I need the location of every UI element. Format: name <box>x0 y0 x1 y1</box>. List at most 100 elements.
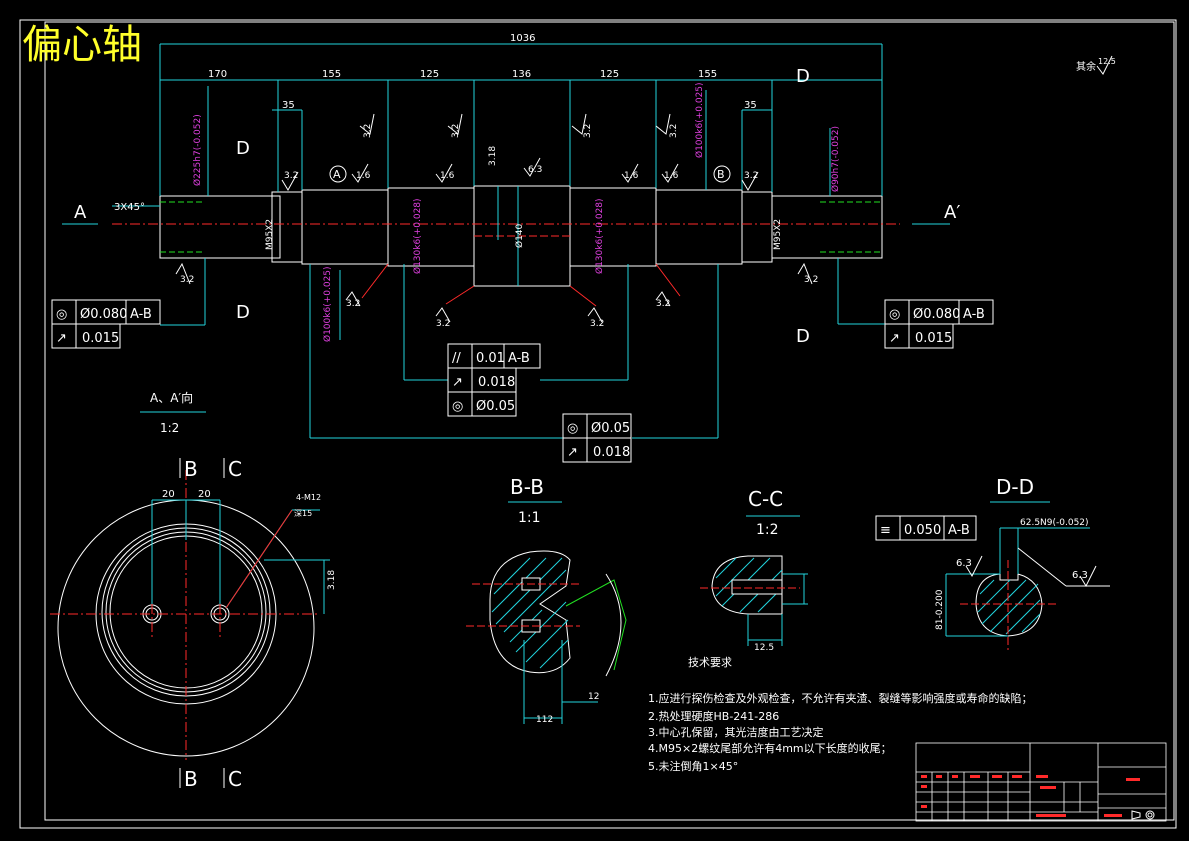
roughness-14: 3.2 <box>346 299 360 309</box>
surface-note-value: 12.5 <box>1098 57 1116 66</box>
dim-35-right: 35 <box>744 100 757 111</box>
section-a-right: A′ <box>944 202 960 223</box>
svg-text:A: A <box>333 168 341 181</box>
title-block-marks <box>921 775 1140 817</box>
end-hole-note: 4-M12 <box>296 493 321 502</box>
tol-lower-val-2: 0.018 <box>593 445 630 460</box>
dim-dia-225: Ø225h7(-0.052) <box>192 114 203 186</box>
end-dim-318: 3.18 <box>327 570 337 590</box>
outer-border <box>19 19 1177 829</box>
section-bb-scale: 1:1 <box>518 510 541 526</box>
surface-note: 其余 <box>1076 60 1096 73</box>
roughness-1: 3.2 <box>284 171 298 181</box>
thread-right: M95X2 <box>773 219 783 250</box>
tol-dd-sym: ≡ <box>880 523 891 538</box>
dd-dim-81: 81-0.200 <box>935 589 945 630</box>
end-view-centerlines <box>50 470 320 760</box>
tol-right-sym-1: ◎ <box>889 307 900 322</box>
tol-right-val-1: Ø0.080 <box>913 307 960 322</box>
dim-dia-100-right: Ø100k6(+0.025) <box>694 82 705 158</box>
dim-136: 136 <box>512 69 531 80</box>
tol-frame-center <box>447 343 541 417</box>
roughness-3: 3.2 <box>363 124 373 138</box>
dd-rough-1: 6.3 <box>956 558 972 569</box>
section-a-left: A <box>74 202 87 223</box>
section-cc-title: C-C <box>748 487 783 511</box>
tech-line-1: 1.应进行探伤检查及外观检查，不允许有夹渣、裂缝等影响强度或寿命的缺陷； <box>648 691 1033 705</box>
roughness-2: 3.2 <box>180 275 194 285</box>
section-bb-title: B-B <box>510 475 544 499</box>
datum-a: A <box>329 165 347 183</box>
hole-leader <box>225 509 293 609</box>
tol-lower-val-1: Ø0.05 <box>591 421 630 436</box>
section-d-1: D <box>236 138 250 159</box>
tol-left-val-1: Ø0.080 <box>80 307 127 322</box>
tech-heading: 技术要求 <box>688 656 732 669</box>
section-d-3: D <box>796 66 810 87</box>
dim-dia-130-left: Ø130k6(+0.028) <box>412 198 423 274</box>
shaft-main-view <box>159 185 883 287</box>
tol-right-sym-2: ↗ <box>889 331 900 346</box>
dim-125-left: 125 <box>420 69 439 80</box>
tol-left-sym-1: ◎ <box>56 307 67 322</box>
tech-line-3: 3.中心孔保留，其光洁度由工艺决定 <box>648 725 824 739</box>
tol-center-sym-3: ◎ <box>452 399 463 414</box>
roughness-15: 3.2 <box>436 319 450 329</box>
tech-line-5: 5.未注倒角1×45° <box>648 759 738 773</box>
title-block <box>915 742 1167 822</box>
section-bb <box>466 550 627 724</box>
view-a-scale: 1:2 <box>160 421 179 435</box>
tol-left-ref-1: A-B <box>130 307 152 322</box>
tol-right-val-2: 0.015 <box>915 331 952 346</box>
bb-dim-112: 112 <box>536 715 553 725</box>
roughness-9: 6.3 <box>528 165 542 175</box>
roughness-17: 3.2 <box>656 299 670 309</box>
view-a-label: A、A′向 <box>150 390 193 405</box>
tol-left-val-2: 0.015 <box>82 331 119 346</box>
roughness-8: 1.6 <box>440 171 455 181</box>
inner-border <box>44 21 1175 821</box>
end-depth-note: 深15 <box>294 509 312 518</box>
dim-dia-140: Ø140 <box>514 223 525 248</box>
tol-dd-ref: A-B <box>948 523 970 538</box>
tol-center-val-3: Ø0.05 <box>476 399 515 414</box>
dd-key-dim: 62.5N9(-0.052) <box>1020 518 1089 528</box>
projection-symbol <box>1131 810 1155 820</box>
section-cc-scale: 1:2 <box>756 522 779 538</box>
tol-center-sym-2: ↗ <box>452 375 463 390</box>
tol-frame-dd <box>875 515 977 541</box>
end-dim-20a: 20 <box>162 489 175 500</box>
tech-line-2: 2.热处理硬度HB-241-286 <box>648 709 779 723</box>
roughness-7: 1.6 <box>356 171 371 181</box>
section-c-top: C <box>228 457 242 481</box>
roughness-5: 3.2 <box>583 124 593 138</box>
roughness-10: 1.6 <box>624 171 639 181</box>
roughness-12: 3.2 <box>744 171 758 181</box>
end-dim-20b: 20 <box>198 489 211 500</box>
tol-center-ref-1: A-B <box>508 351 530 366</box>
tol-frame-lower <box>562 413 632 463</box>
dim-chamfer: 3X45° <box>114 202 145 213</box>
roughness-4: 3.2 <box>451 124 461 138</box>
roughness-6: 3.2 <box>669 124 679 138</box>
tol-lower-sym-1: ◎ <box>567 421 578 436</box>
section-c-bottom: C <box>228 767 242 791</box>
svg-text:B: B <box>717 168 725 181</box>
dim-125-right: 125 <box>600 69 619 80</box>
tol-right-ref-1: A-B <box>963 307 985 322</box>
tol-left-sym-2: ↗ <box>56 331 67 346</box>
section-ticks <box>179 458 225 788</box>
tech-line-4: 4.M95×2螺纹尾部允许有4mm以下长度的收尾； <box>648 741 892 755</box>
section-dd <box>945 527 1110 650</box>
section-d-4: D <box>796 326 810 347</box>
roughness-13: 3.2 <box>804 275 818 285</box>
section-d-2: D <box>236 302 250 323</box>
dd-rough-2: 6.3 <box>1072 570 1088 581</box>
dim-170: 170 <box>208 69 227 80</box>
roughness-11: 1.6 <box>664 171 679 181</box>
tol-lower-sym-2: ↗ <box>567 445 578 460</box>
dim-dia-90: Ø90h7(-0.052) <box>830 126 841 192</box>
tol-dd-val: 0.050 <box>904 523 941 538</box>
